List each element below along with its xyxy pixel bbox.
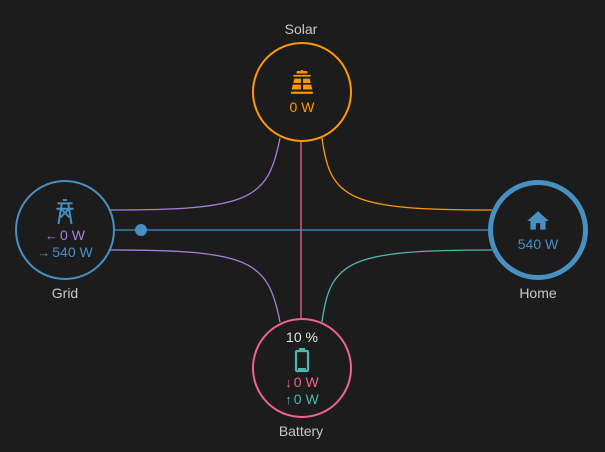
home-label: Home	[519, 285, 557, 301]
solar-panel-icon	[289, 69, 315, 96]
solar-node[interactable]: 0 W	[252, 42, 352, 142]
flow-grid-to-battery	[109, 249, 281, 323]
grid-consumption-row: →540 W	[37, 244, 92, 261]
battery-icon	[290, 347, 314, 373]
battery-in-row: ↓0 W	[285, 374, 318, 391]
solar-label: Solar	[284, 21, 318, 37]
flow-solar-to-home	[321, 137, 493, 211]
home-icon	[525, 208, 551, 234]
battery-state-of-charge: 10 %	[286, 328, 318, 345]
grid-node[interactable]: ←0 W →540 W	[15, 180, 115, 280]
arrow-left-icon: ←	[45, 228, 59, 243]
arrow-up-icon: ↑	[285, 391, 292, 407]
flow-dot	[135, 224, 147, 236]
arrow-right-icon: →	[37, 245, 51, 260]
flow-solar-to-grid	[109, 137, 281, 211]
grid-return-row: ←0 W	[45, 227, 85, 244]
home-power-value: 540 W	[517, 236, 559, 252]
grid-consumption-value: 540 W	[52, 244, 93, 260]
battery-node[interactable]: 10 % ↓0 W ↑0 W	[252, 318, 352, 418]
battery-label: Battery	[278, 423, 324, 439]
transmission-tower-icon	[52, 199, 78, 225]
grid-return-value: 0 W	[60, 227, 85, 243]
grid-label: Grid	[51, 285, 79, 301]
home-node[interactable]: 540 W	[488, 180, 588, 280]
battery-out-value: 0 W	[293, 390, 319, 407]
flow-battery-to-home	[321, 249, 493, 323]
solar-power-value: 0 W	[289, 98, 315, 115]
battery-in-value: 0 W	[293, 373, 319, 390]
battery-out-row: ↑0 W	[285, 391, 318, 408]
arrow-down-icon: ↓	[285, 374, 292, 390]
